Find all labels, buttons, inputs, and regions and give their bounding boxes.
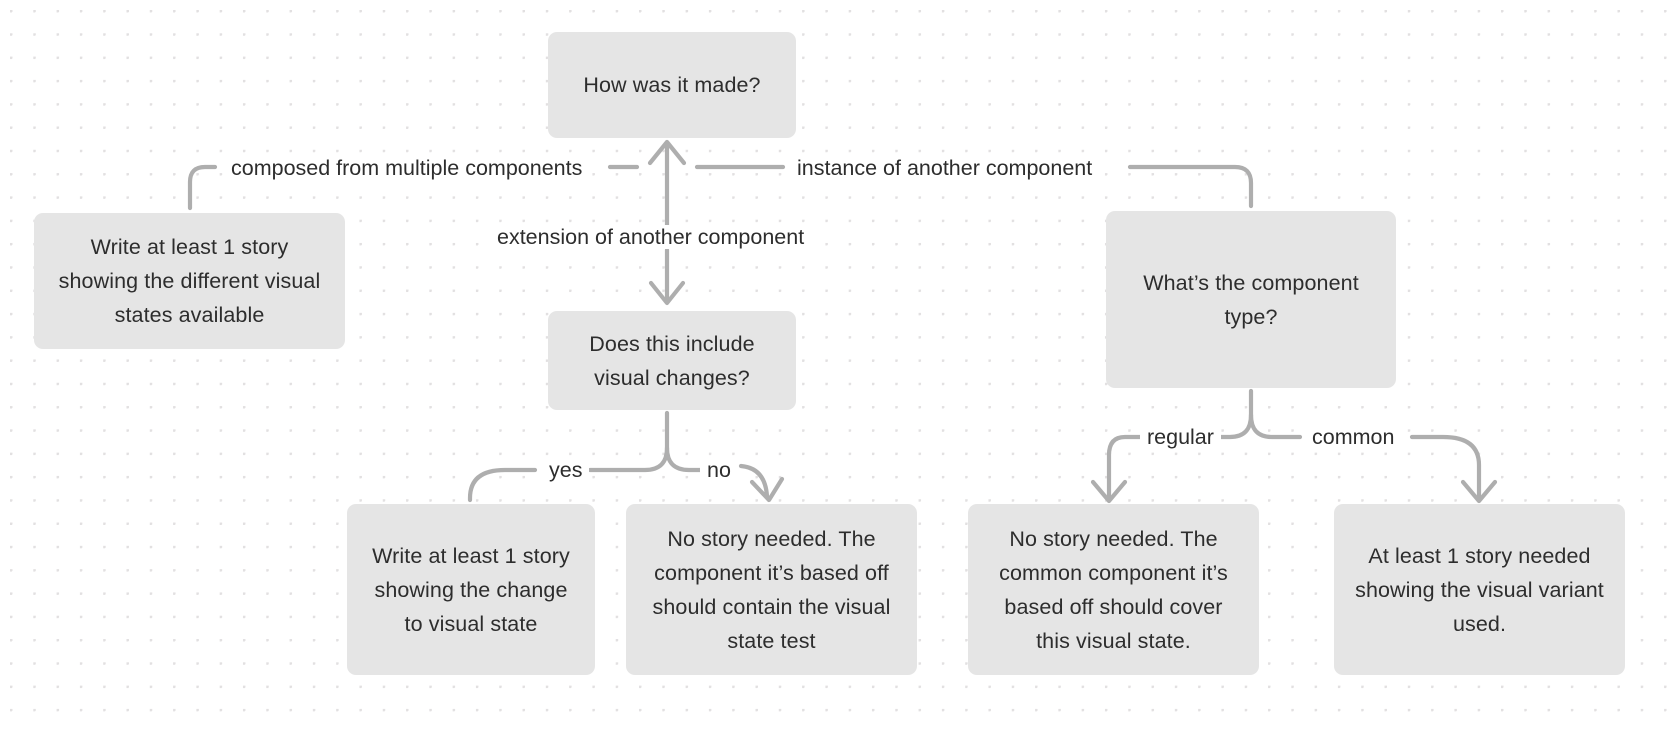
- node-common-result-label: At least 1 story needed showing the visu…: [1355, 543, 1604, 636]
- edge-composed-to-left-node: [187, 164, 218, 211]
- node-no-result-label: No story needed. The component it’s base…: [652, 526, 891, 653]
- edge-label-extension-of-another-component: extension of another component: [490, 225, 812, 249]
- node-component-type-question[interactable]: What’s the component type?: [1106, 211, 1396, 388]
- edge-yes-curve: [587, 445, 670, 473]
- edge-regular-to-node: [1106, 434, 1144, 501]
- edge-instance-to-type-node: [1127, 164, 1254, 209]
- edge-label-composed-from-multiple-components: composed from multiple components: [224, 156, 590, 180]
- edge-label-common: common: [1305, 425, 1402, 449]
- edge-label-regular: regular: [1140, 425, 1221, 449]
- edge-regular-arrowhead: [1090, 479, 1128, 504]
- node-visual-changes-question-label: Does this include visual changes?: [589, 331, 755, 390]
- edge-label-yes: yes: [542, 458, 590, 482]
- edge-common-arrowhead: [1460, 479, 1498, 504]
- node-visual-changes-question[interactable]: Does this include visual changes?: [548, 311, 796, 410]
- node-no-result[interactable]: No story needed. The component it’s base…: [626, 504, 917, 675]
- edge-no-curve: [664, 445, 703, 473]
- edge-yes-to-node: [467, 467, 538, 503]
- edge-no-to-node: [738, 463, 770, 499]
- node-root[interactable]: How was it made?: [548, 32, 796, 138]
- node-multi-components-result-label: Write at least 1 story showing the diffe…: [58, 235, 321, 327]
- node-yes-result-label: Write at least 1 story showing the chang…: [372, 543, 570, 636]
- edge-label-no: no: [700, 458, 738, 482]
- node-yes-result[interactable]: Write at least 1 story showing the chang…: [347, 504, 595, 675]
- edge-label-instance-of-another-component: instance of another component: [790, 156, 1100, 180]
- node-multi-components-result[interactable]: Write at least 1 story showing the diffe…: [34, 213, 345, 349]
- edge-extension-arrowhead: [648, 280, 686, 306]
- node-regular-result[interactable]: No story needed. The common component it…: [968, 504, 1259, 675]
- node-component-type-question-label: What’s the component type?: [1143, 270, 1359, 329]
- edge-root-arrowhead: [647, 139, 687, 166]
- node-regular-result-label: No story needed. The common component it…: [999, 526, 1228, 653]
- edge-no-arrowhead: [749, 476, 785, 503]
- node-root-label: How was it made?: [583, 73, 761, 97]
- node-common-result[interactable]: At least 1 story needed showing the visu…: [1334, 504, 1625, 675]
- edge-common-to-node: [1409, 434, 1482, 501]
- edge-common-curve: [1248, 412, 1303, 440]
